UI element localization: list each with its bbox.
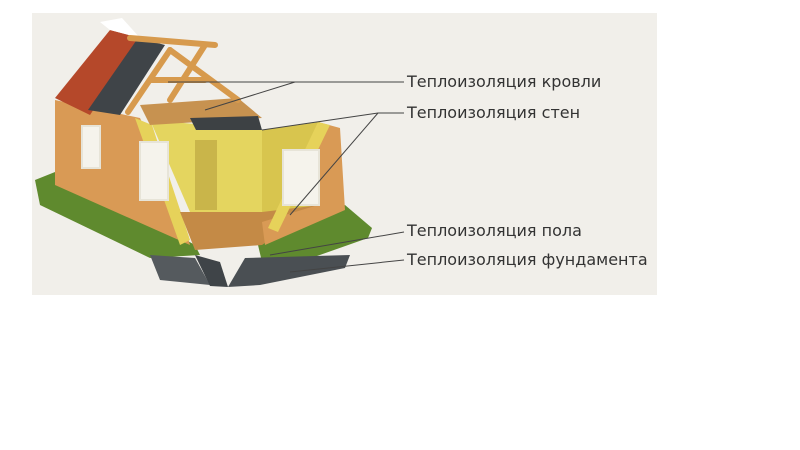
label-roof-insulation: Теплоизоляция кровли — [407, 73, 601, 91]
window-right — [283, 150, 319, 205]
label-foundation-insulation: Теплоизоляция фундамента — [407, 251, 648, 269]
foundation-right — [228, 255, 350, 287]
window-middle — [140, 142, 168, 200]
interior-door — [195, 140, 217, 210]
ceiling-insulation — [190, 116, 262, 130]
label-floor-insulation: Теплоизоляция пола — [407, 222, 582, 240]
label-wall-insulation: Теплоизоляция стен — [407, 104, 580, 122]
window-left — [82, 126, 100, 168]
